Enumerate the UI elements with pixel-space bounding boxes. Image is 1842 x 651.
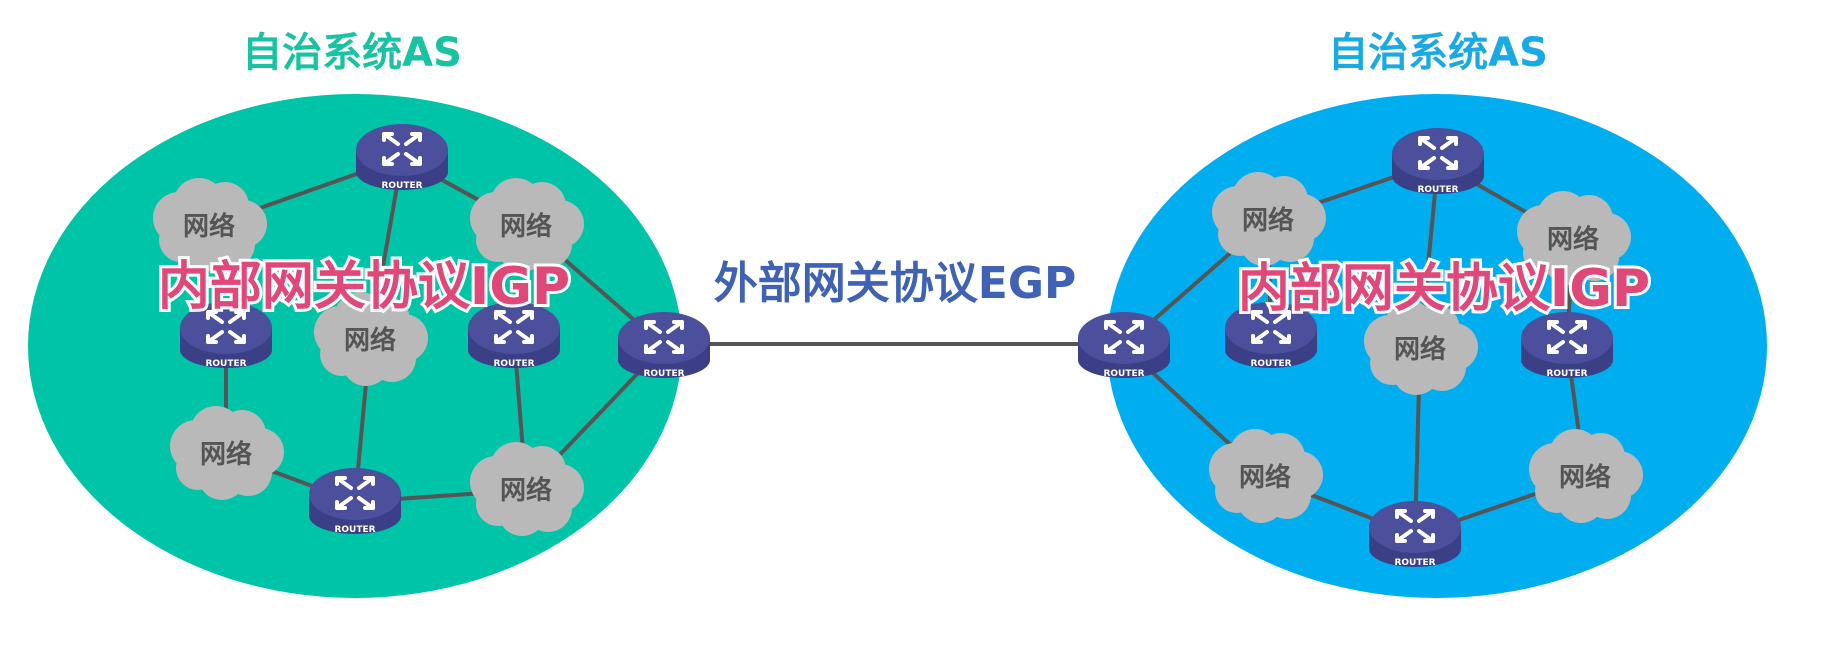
network-cloud: 网络 bbox=[1212, 172, 1326, 266]
router-arrows-icon bbox=[1395, 509, 1435, 543]
network-label: 网络 bbox=[183, 211, 235, 242]
network-label: 网络 bbox=[500, 475, 552, 506]
network-label: 网络 bbox=[1239, 462, 1291, 493]
router-label: ROUTER bbox=[493, 359, 534, 369]
egp-label: 外部网关协议EGP bbox=[714, 258, 1076, 309]
network-label: 网络 bbox=[1547, 224, 1599, 255]
left-as-title: 自治系统AS bbox=[242, 30, 462, 76]
network-cloud: 网络 bbox=[314, 292, 428, 386]
router-label: ROUTER bbox=[1417, 185, 1458, 195]
router-arrows-icon bbox=[335, 476, 375, 510]
router-label: ROUTER bbox=[1250, 359, 1291, 369]
router-arrows-icon bbox=[206, 310, 246, 344]
router: ROUTER bbox=[1225, 302, 1317, 369]
router: ROUTER bbox=[1392, 128, 1484, 195]
router: ROUTER bbox=[1521, 312, 1613, 379]
router-arrows-icon bbox=[494, 310, 534, 344]
router-label: ROUTER bbox=[205, 359, 246, 369]
router-label: ROUTER bbox=[1546, 369, 1587, 379]
router-label: ROUTER bbox=[1103, 369, 1144, 379]
router-arrows-icon bbox=[644, 320, 684, 354]
right-igp-label: 内部网关协议IGP bbox=[1238, 259, 1650, 319]
network-cloud: 网络 bbox=[470, 442, 584, 536]
network-cloud: 网络 bbox=[1517, 191, 1631, 285]
router-arrows-icon bbox=[1547, 320, 1587, 354]
router-label: ROUTER bbox=[334, 525, 375, 535]
router-label: ROUTER bbox=[643, 369, 684, 379]
network-cloud: 网络 bbox=[170, 406, 284, 500]
network-cloud: 网络 bbox=[470, 178, 584, 272]
network-label: 网络 bbox=[344, 325, 396, 356]
router-arrows-icon bbox=[382, 132, 422, 166]
network-label: 网络 bbox=[200, 439, 252, 470]
router: ROUTER bbox=[180, 302, 272, 369]
network-label: 网络 bbox=[500, 211, 552, 242]
right-as-title: 自治系统AS bbox=[1328, 30, 1548, 76]
router-arrows-icon bbox=[1418, 136, 1458, 170]
router: ROUTER bbox=[309, 468, 401, 535]
router-arrows-icon bbox=[1104, 320, 1144, 354]
network-label: 网络 bbox=[1559, 462, 1611, 493]
network-cloud: 网络 bbox=[1209, 429, 1323, 523]
network-label: 网络 bbox=[1394, 334, 1446, 365]
network-cloud: 网络 bbox=[1364, 301, 1478, 395]
router-label: ROUTER bbox=[1394, 558, 1435, 568]
router: ROUTER bbox=[1369, 501, 1461, 568]
router-label: ROUTER bbox=[381, 181, 422, 191]
router: ROUTER bbox=[1078, 312, 1170, 379]
network-cloud: 网络 bbox=[1529, 429, 1643, 523]
router: ROUTER bbox=[356, 124, 448, 191]
router: ROUTER bbox=[468, 302, 560, 369]
network-label: 网络 bbox=[1242, 205, 1294, 236]
network-cloud: 网络 bbox=[153, 178, 267, 272]
router: ROUTER bbox=[618, 312, 710, 379]
left-igp-label: 内部网关协议IGP bbox=[158, 257, 570, 317]
router-arrows-icon bbox=[1251, 310, 1291, 344]
